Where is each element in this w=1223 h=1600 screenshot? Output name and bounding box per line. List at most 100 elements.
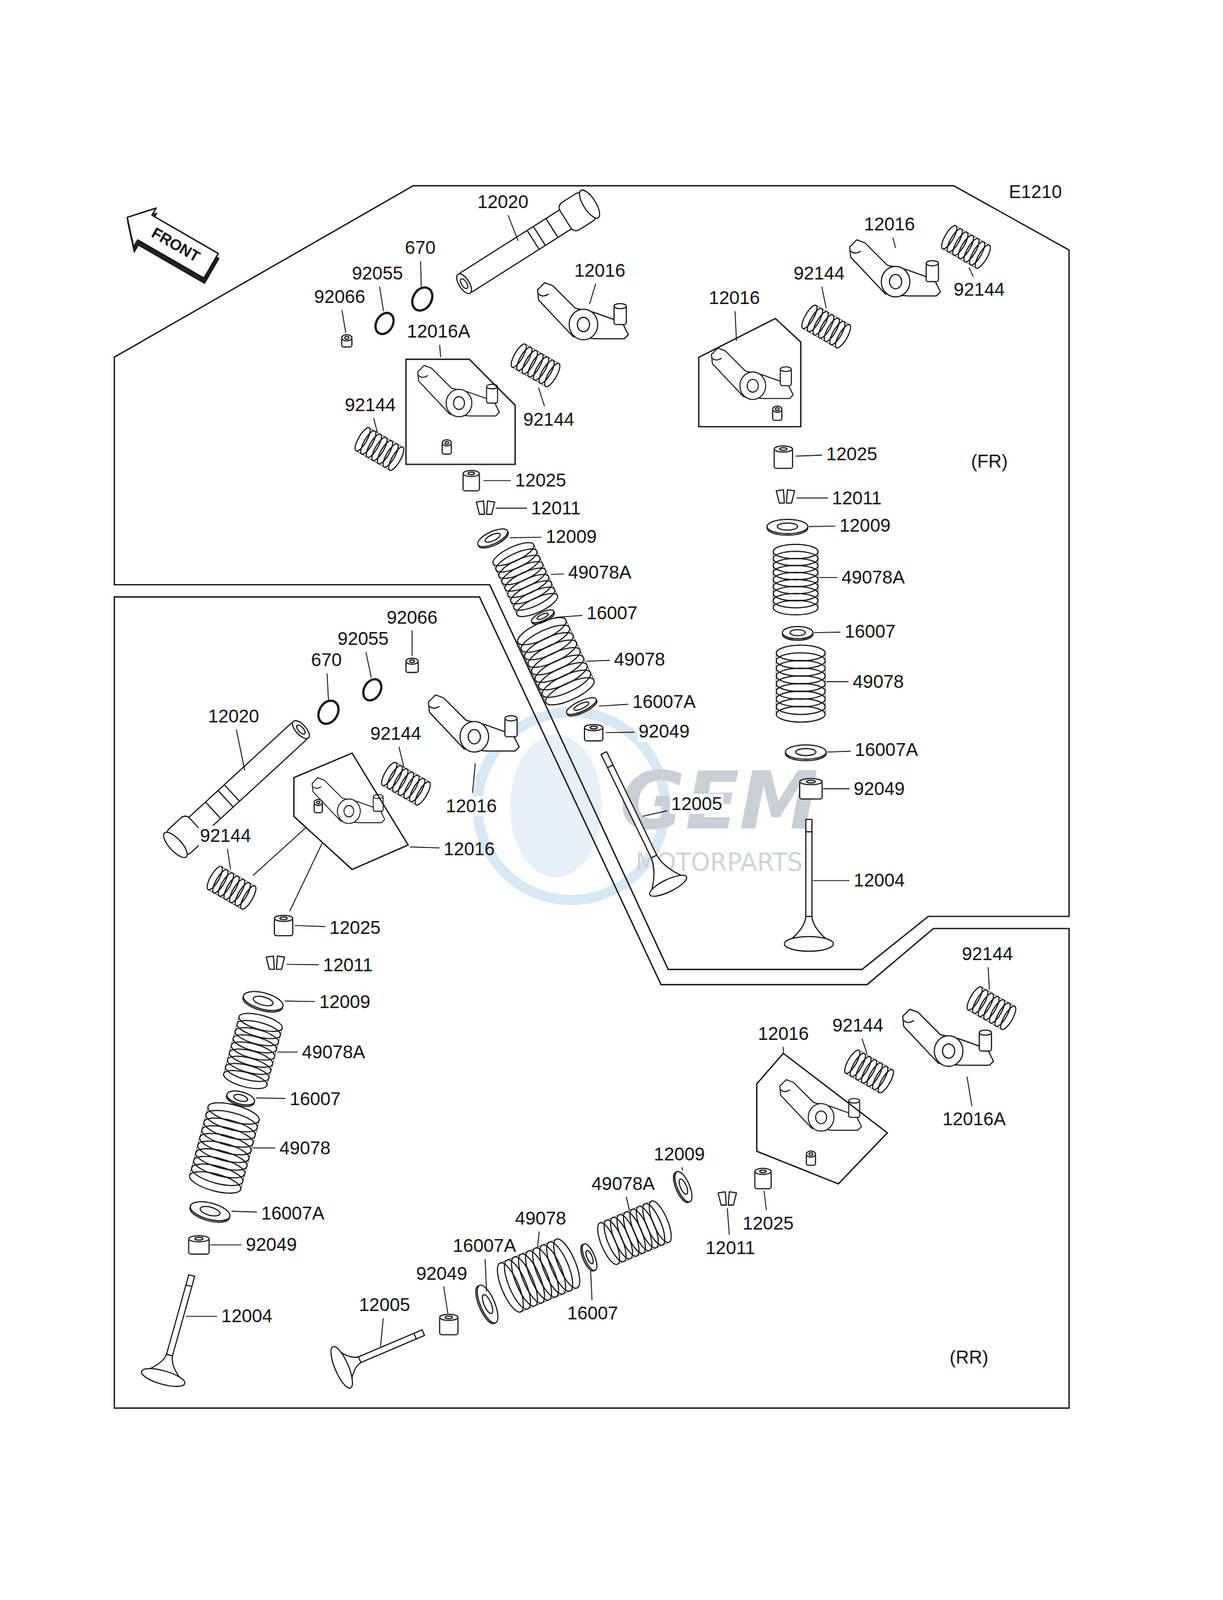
leader-line [764,1190,767,1211]
adjuster [774,445,793,452]
leader-line [380,1317,384,1347]
rocker-arm [740,371,766,400]
spring-retainer [240,987,285,1016]
valve-spring-inner [772,551,774,608]
callout-number: 12016 [707,287,762,308]
leader-line [795,455,823,457]
adjuster-pin [772,405,782,413]
valve-spring-outer [824,653,826,715]
valve-spring-outer [189,1106,209,1176]
leader-line [286,963,319,966]
spring-seat [564,694,599,718]
rocker-arm [934,1035,963,1067]
group-outline: 12016 [698,318,801,427]
outline-path [405,359,516,464]
outline-shape [698,318,801,427]
spring-seat [790,629,806,636]
leader-line [295,925,326,927]
spring-seat [480,1292,495,1315]
leader-line [409,846,440,848]
adjuster-pin [316,800,321,804]
rocker-arm [780,1089,790,1091]
shaft-plug [341,334,352,347]
rocker-spring [542,361,563,389]
valve-spring-outer [566,619,594,680]
callout-number: 12016A [941,1108,1007,1129]
callout-number: 670 [403,237,437,258]
spring-seat [187,1197,232,1226]
shaft-plug [344,336,349,340]
callout-number: 12016A [405,321,472,342]
leader-line [605,731,635,734]
group-outline: 12016A [405,359,516,464]
stem-seal [584,724,603,741]
leader-line [379,286,384,312]
rocker-arm [312,777,385,824]
collet [776,489,785,504]
outline-path [293,752,409,870]
callout-number: 12025 [328,916,383,937]
leader-line [589,283,596,304]
collet [266,955,275,970]
spring-seat [584,1249,595,1265]
rocker-shaft [457,206,577,293]
rocker-arm [747,379,759,393]
leader-line [483,480,511,482]
rocker-shaft [453,271,475,297]
rocker-spring [525,344,559,364]
rocker-spring [803,328,837,348]
valve-spring-outer [240,1119,260,1189]
rocker-spring [508,341,563,389]
callout-number: 16007A [451,1235,517,1256]
spring-seat [785,744,826,761]
valve-spring-inner [817,551,819,608]
rocker-spring [939,223,994,271]
rocker-arm [577,317,590,332]
spring-retainer [766,519,808,535]
rocker-spring [815,305,850,325]
collet [786,489,795,504]
stem-seal [584,724,603,731]
callout-number: 92144 [369,723,423,744]
leader-line [586,660,611,662]
leader-line [472,762,476,793]
outline-path [114,185,1070,970]
outline-path [114,596,1070,1408]
exhaust-valve [326,1343,357,1391]
rocker-arm [926,260,939,266]
valve-spring-inner [617,1241,670,1264]
callout-number: 92049 [414,1263,469,1284]
exhaust-valve [356,1329,425,1363]
leader-line [642,810,667,816]
leader-line [862,1038,868,1055]
rocker-arm [538,293,549,297]
rocker-shaft [160,713,316,861]
callout-number: 12020 [206,706,261,727]
stem-seal [188,1235,210,1242]
adjuster-pin [806,1150,816,1157]
rocker-arm [904,1020,915,1023]
rocker-arm [569,308,598,340]
rocker-arm [850,250,861,254]
leader-line [326,673,328,700]
adjuster [462,470,480,491]
rocker-spring [832,322,854,350]
leader-line [365,651,372,678]
leader-line [537,1230,540,1247]
collet [728,1191,737,1205]
adjuster [779,447,787,451]
rocker-spring [385,445,407,473]
region-label: (RR) [948,1346,990,1367]
valve-spring-outer [492,1259,529,1315]
rocker-arm [881,266,910,297]
o-ring [359,675,385,704]
intake-valve [139,1364,187,1390]
callout-number: 16007 [843,621,897,642]
valve-spring-outer [513,1250,550,1306]
spring-seat [225,1088,256,1108]
spring-retainer [475,525,510,551]
rocker-spring [858,1050,893,1070]
rocker-spring [875,1067,897,1095]
callout-number: 12016 [444,795,499,816]
callout-number: 12011 [830,487,883,508]
